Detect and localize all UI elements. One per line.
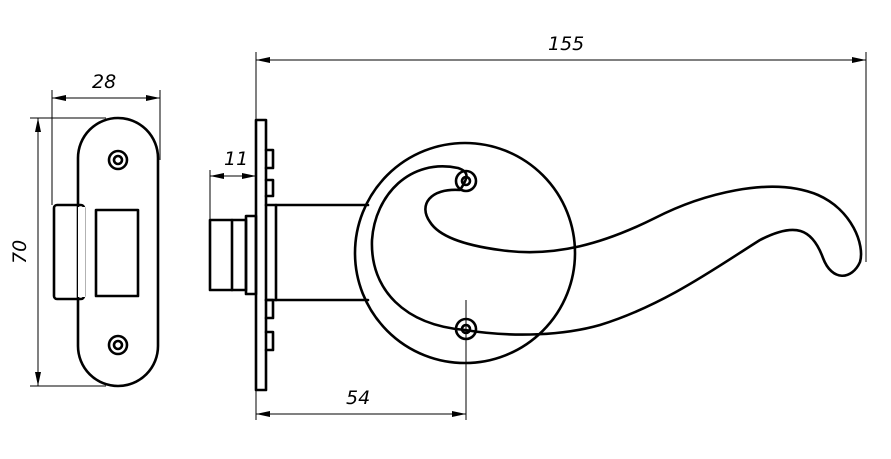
dimension-label-latch-projection: 11 [224, 148, 248, 170]
dimension-latch-projection: 11 [209, 148, 256, 220]
strike-plate-screw-top [107, 149, 129, 171]
strike-plate-latch-hole [94, 208, 140, 298]
strike-plate-outline [76, 116, 160, 388]
dimension-strike-height: 70 [9, 117, 106, 387]
dimension-backset: 54 [255, 300, 467, 420]
dimension-label-strike-width: 28 [92, 71, 116, 93]
dimension-label-strike-height: 70 [9, 240, 31, 264]
latch-faceplate [254, 118, 268, 392]
dimension-label-backset: 54 [346, 387, 370, 409]
faceplate-tabs [264, 148, 275, 352]
handle-assembly [353, 141, 863, 365]
latch-faceplate-edge [244, 214, 258, 296]
strike-plate-screw-bottom [107, 334, 129, 356]
latch-mechanism [208, 118, 370, 392]
lever-handle [370, 165, 863, 336]
rosette [353, 141, 577, 365]
dimension-label-overall-length: 155 [548, 33, 584, 55]
dimension-overall-length: 155 [255, 33, 867, 262]
latch-bolt [208, 218, 248, 292]
rosette-screw-top [454, 169, 478, 193]
dimension-strike-width: 28 [51, 71, 161, 205]
strike-plate [52, 116, 160, 388]
latch-body-flange [264, 203, 278, 302]
